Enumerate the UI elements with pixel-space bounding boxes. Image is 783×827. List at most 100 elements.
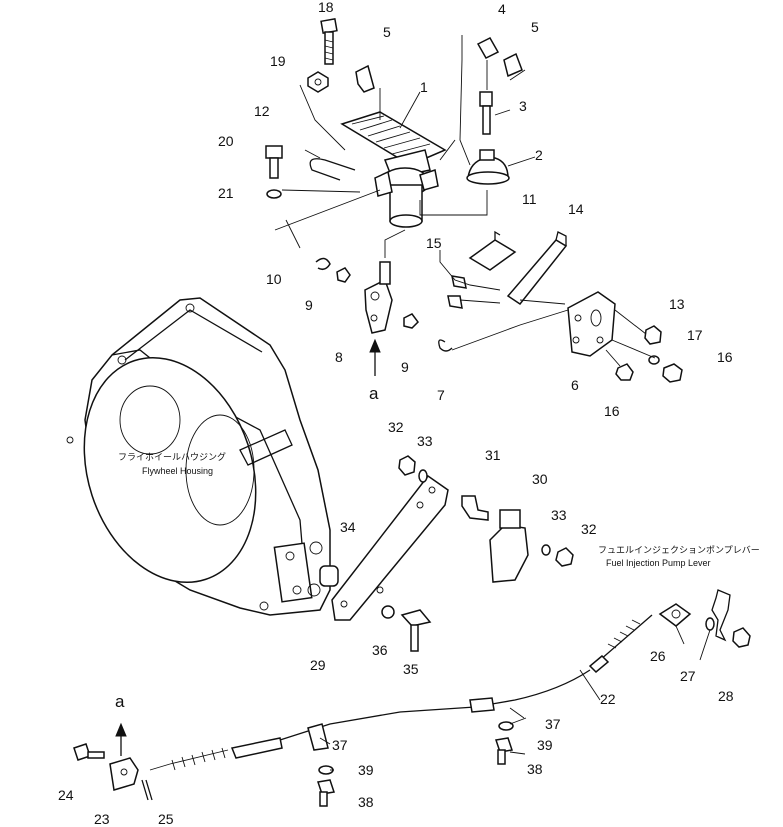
part-label-21: 21 bbox=[218, 185, 234, 201]
part-label-25: 25 bbox=[158, 811, 174, 827]
part-label-36: 36 bbox=[372, 642, 388, 658]
spacer-34 bbox=[319, 565, 339, 587]
washer-17 bbox=[648, 355, 660, 365]
pedal-assembly bbox=[340, 111, 447, 228]
part-label-31: 31 bbox=[485, 447, 501, 463]
part-label-38a: 38 bbox=[527, 761, 543, 777]
u-bolt-12 bbox=[309, 158, 356, 181]
part-label-13: 13 bbox=[669, 296, 685, 312]
fuel-lever-note-jp: フュエルインジェクションポンプレバー bbox=[598, 545, 760, 555]
view-marker-a-lower: a bbox=[115, 692, 125, 711]
bolt-38a bbox=[495, 737, 513, 753]
pin-3 bbox=[479, 91, 493, 135]
nut-13 bbox=[644, 325, 662, 345]
part-label-6: 6 bbox=[571, 377, 579, 393]
washer-27 bbox=[705, 617, 715, 631]
bracket-14 bbox=[506, 231, 568, 306]
nut-19 bbox=[307, 71, 329, 93]
bolt-24 bbox=[73, 743, 105, 761]
part-label-32a: 32 bbox=[388, 419, 404, 435]
part-label-8: 8 bbox=[335, 349, 343, 365]
part-label-2: 2 bbox=[535, 147, 543, 163]
leader-lines-lower bbox=[285, 219, 711, 771]
part-label-4: 4 bbox=[498, 1, 506, 17]
nut-32a bbox=[398, 455, 416, 476]
washer-33a bbox=[418, 469, 428, 483]
part-label-39a: 39 bbox=[537, 737, 553, 753]
bracket-11 bbox=[468, 230, 517, 271]
part-label-16a: 16 bbox=[717, 349, 733, 365]
flywheel-housing-note-jp: フライホイールハウジング bbox=[118, 452, 227, 462]
washer-21 bbox=[266, 189, 282, 199]
fuel-lever bbox=[711, 589, 731, 642]
nut-16b bbox=[615, 363, 634, 381]
part-label-26: 26 bbox=[650, 648, 666, 664]
part-label-37a: 37 bbox=[545, 716, 561, 732]
view-marker-a-upper: a bbox=[369, 384, 379, 403]
nut-16a bbox=[662, 363, 683, 383]
flywheel-housing bbox=[66, 297, 331, 616]
part-label-22: 22 bbox=[600, 691, 616, 707]
part-label-33a: 33 bbox=[417, 433, 433, 449]
part-label-11: 11 bbox=[522, 191, 537, 207]
flywheel-housing-note-en: Flywheel Housing bbox=[142, 466, 214, 476]
washer-39a bbox=[498, 721, 514, 731]
part-label-14: 14 bbox=[568, 201, 584, 217]
washer-33b bbox=[541, 544, 551, 556]
clip-7 bbox=[438, 339, 453, 352]
part-label-3: 3 bbox=[519, 98, 527, 114]
bolt-20 bbox=[265, 145, 283, 179]
part-label-24: 24 bbox=[58, 787, 74, 803]
part-label-18: 18 bbox=[318, 0, 334, 15]
nut-9b bbox=[403, 313, 419, 329]
pin-4 bbox=[476, 37, 500, 59]
part-label-39b: 39 bbox=[358, 762, 374, 778]
part-label-5b: 5 bbox=[531, 19, 539, 35]
bolt-38b bbox=[317, 779, 335, 795]
pin-25 bbox=[141, 779, 153, 801]
bracket-6 bbox=[567, 291, 616, 357]
part-label-20: 20 bbox=[218, 133, 234, 149]
rubber-boot bbox=[466, 149, 510, 185]
bolt-15a bbox=[451, 275, 467, 289]
bolt-31 bbox=[461, 495, 489, 521]
part-label-28: 28 bbox=[718, 688, 734, 704]
nut-28 bbox=[732, 627, 751, 648]
bolt-35 bbox=[400, 609, 432, 652]
part-label-35: 35 bbox=[403, 661, 419, 677]
part-label-10: 10 bbox=[266, 271, 282, 287]
part-label-23: 23 bbox=[94, 811, 110, 827]
part-label-9a: 9 bbox=[305, 297, 313, 313]
part-label-32b: 32 bbox=[581, 521, 597, 537]
clip-10 bbox=[315, 257, 331, 271]
washer-36 bbox=[381, 605, 395, 619]
nut-9a bbox=[336, 267, 351, 283]
part-label-12: 12 bbox=[254, 103, 270, 119]
bracket-30 bbox=[489, 524, 529, 583]
part-label-38b: 38 bbox=[358, 794, 374, 810]
part-label-15: 15 bbox=[426, 235, 442, 251]
lever-8 bbox=[364, 261, 393, 334]
nut-32b bbox=[555, 547, 574, 567]
plate-29 bbox=[331, 474, 449, 621]
ball-joint-26 bbox=[658, 603, 692, 627]
clip-5b bbox=[503, 52, 523, 78]
part-label-29: 29 bbox=[310, 657, 326, 673]
clip-5a bbox=[355, 64, 375, 93]
part-label-37b: 37 bbox=[332, 737, 348, 753]
part-label-33b: 33 bbox=[551, 507, 567, 523]
leader-lines-upper bbox=[274, 35, 536, 258]
part-label-1: 1 bbox=[420, 79, 428, 95]
part-label-5a: 5 bbox=[383, 24, 391, 40]
bolt-15b bbox=[447, 295, 463, 309]
fuel-lever-note-en: Fuel Injection Pump Lever bbox=[606, 558, 711, 568]
block-23 bbox=[109, 757, 139, 791]
part-label-30: 30 bbox=[532, 471, 548, 487]
part-label-16b: 16 bbox=[604, 403, 620, 419]
part-label-7: 7 bbox=[437, 387, 445, 403]
cable-22 bbox=[169, 614, 653, 771]
part-label-27: 27 bbox=[680, 668, 696, 684]
part-label-9b: 9 bbox=[401, 359, 409, 375]
leader-lines-mid bbox=[439, 250, 656, 367]
